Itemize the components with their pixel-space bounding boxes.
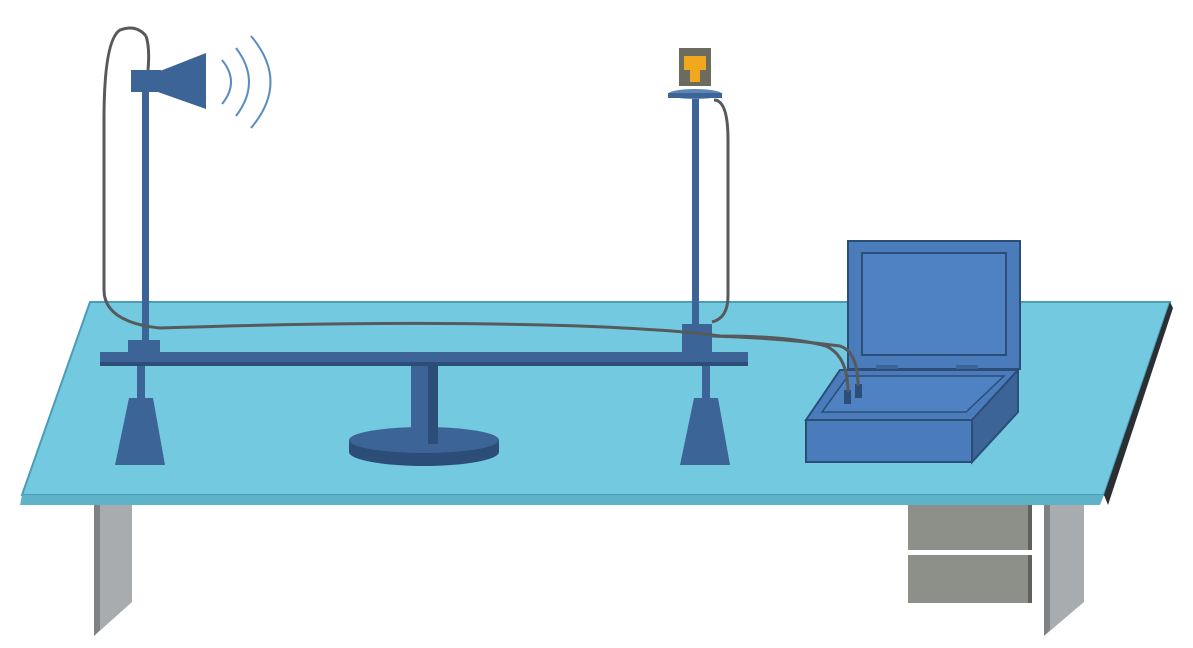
drawer-top <box>908 504 1032 550</box>
horizontal-rail-shade <box>100 362 748 366</box>
laptop-base-side <box>971 367 1019 465</box>
table-leg-right <box>1044 505 1084 636</box>
laptop-port-2 <box>855 384 862 398</box>
left-base-foot <box>115 398 165 465</box>
left-mast <box>142 92 149 342</box>
pedestal-column-shade <box>428 366 438 444</box>
drawer-top-edge <box>1028 504 1032 550</box>
wave-arc-2 <box>235 47 250 117</box>
table-leg-right-shadow <box>1044 505 1050 636</box>
right-foot-post <box>702 365 710 401</box>
sensor-element <box>684 56 706 70</box>
laptop-hinge-right <box>956 365 978 371</box>
left-mast-clamp <box>128 340 160 354</box>
cables <box>102 26 860 393</box>
sensor-stem <box>690 70 700 82</box>
tabletop-right-edge <box>1104 302 1173 505</box>
right-mast-clamp <box>682 324 712 354</box>
left-foot-post <box>137 365 145 401</box>
laptop-base-inner <box>820 375 1006 413</box>
wave-arc-1 <box>221 59 232 105</box>
right-mast <box>692 98 699 326</box>
laptop-base-front <box>805 419 973 463</box>
horn-mount <box>131 70 161 92</box>
drawer-bottom <box>908 555 1032 603</box>
horn-antenna <box>131 53 206 109</box>
drawer-bottom-edge <box>1028 555 1032 603</box>
receiver-sensor <box>668 48 722 99</box>
cable-horn-top <box>144 35 151 71</box>
laptop-port-1 <box>844 390 851 404</box>
wave-arc-3 <box>250 35 272 129</box>
table-leg-left-shadow <box>94 505 100 636</box>
horn-body <box>155 53 206 109</box>
laptop-hinge-left <box>876 365 898 371</box>
sound-waves <box>221 35 272 129</box>
right-base-foot <box>680 398 730 465</box>
table-leg-left <box>94 505 132 636</box>
center-pedestal <box>349 366 499 466</box>
cable-sensor-to-laptop <box>711 98 860 387</box>
tabletop-front-edge <box>20 495 1104 505</box>
laptop-screen <box>861 252 1007 356</box>
sensor-plate-band <box>668 93 722 98</box>
